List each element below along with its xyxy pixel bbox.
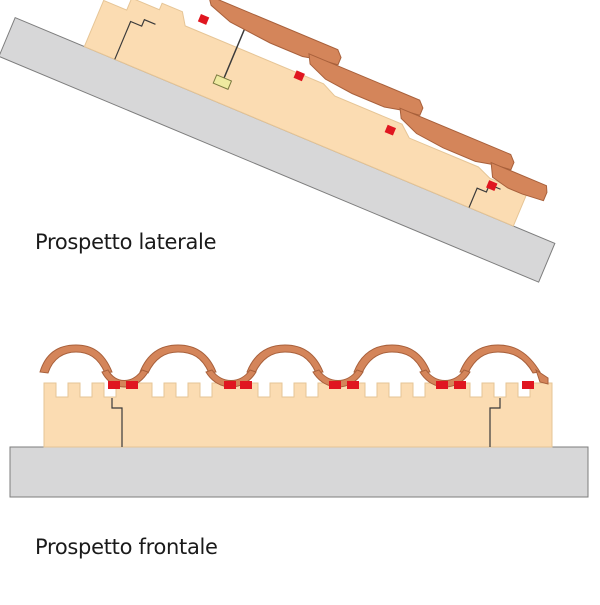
- frontal-clip: [126, 381, 138, 389]
- lateral-clip-1: [197, 14, 210, 25]
- frontal-step-line-2: [489, 398, 501, 447]
- lateral-clip-4: [486, 180, 498, 192]
- frontal-insulation-panel: [43, 382, 553, 448]
- frontal-tile-1: [39, 344, 113, 374]
- frontal-clip: [224, 381, 236, 389]
- lateral-tile-3: [399, 107, 515, 171]
- frontal-clip: [454, 381, 466, 389]
- lateral-tile-4: [490, 161, 548, 202]
- lateral-clip-3: [384, 124, 397, 136]
- frontal-tile-4: [353, 344, 431, 374]
- frontal-clip: [108, 381, 120, 389]
- frontal-clip: [329, 381, 341, 389]
- frontal-step-line-1: [111, 398, 123, 447]
- lateral-tile-2: [308, 53, 424, 116]
- frontal-trough-end: [535, 368, 549, 385]
- frontal-roof-slab: [9, 446, 589, 498]
- frontal-clip: [522, 381, 534, 389]
- lateral-step-line-1: [114, 18, 156, 60]
- frontal-view: [9, 344, 589, 498]
- frontal-tile-2: [139, 344, 217, 374]
- lateral-clip-2: [293, 70, 305, 82]
- caption-frontal-view: Prospetto frontale: [35, 535, 218, 559]
- frontal-clip: [436, 381, 448, 389]
- frontal-clip: [240, 381, 252, 389]
- lateral-fixing-bracket: [212, 74, 233, 90]
- caption-lateral-view: Prospetto laterale: [35, 230, 217, 254]
- frontal-clip: [347, 381, 359, 389]
- lateral-view: [0, 0, 556, 283]
- lateral-fixing-rod: [221, 27, 246, 82]
- frontal-tile-3: [246, 344, 324, 374]
- frontal-tile-5: [459, 344, 541, 374]
